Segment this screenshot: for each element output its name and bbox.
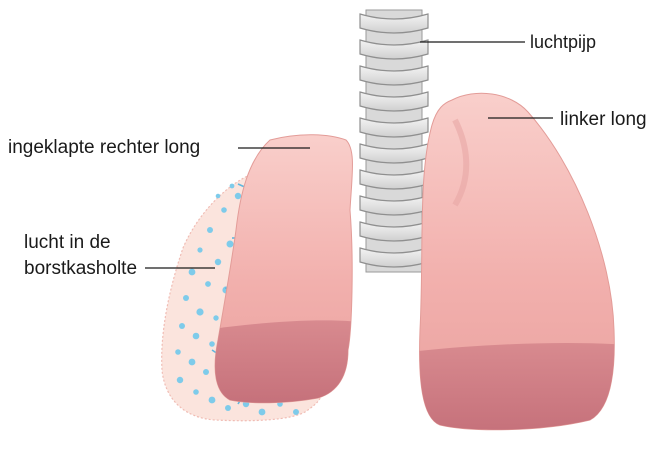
- chest-air-label-line2: borstkasholte: [24, 258, 137, 280]
- left-lung-label: linker long: [560, 109, 647, 131]
- collapsed-right-lung-label: ingeklapte rechter long: [8, 137, 200, 159]
- left-lung: [410, 93, 630, 440]
- trachea-label: luchtpijp: [530, 32, 596, 53]
- chest-air-label-line1: lucht in de: [24, 232, 111, 254]
- trachea: [360, 10, 428, 272]
